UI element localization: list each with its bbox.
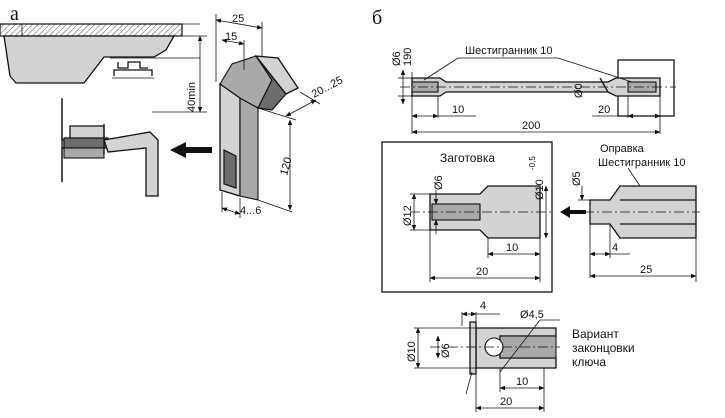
- wrench-dim-d6: Ø6 190: [391, 48, 414, 105]
- mandrel-arrow: [560, 206, 586, 218]
- blank-tol-text: -0,5: [528, 156, 537, 170]
- mandrel-dim-4: 4: [589, 242, 630, 257]
- mandrel-hex-label: Шестигранник 10: [598, 157, 686, 169]
- tip-caption-3: ключа: [572, 355, 606, 369]
- wrench-d10-text: 10: [452, 104, 464, 116]
- blank-dim-10: 10: [487, 242, 541, 257]
- tip-d4-5-text: Ø4,5: [520, 309, 544, 321]
- dim-25-text: 25: [232, 13, 244, 25]
- mandrel-view: Оправка Шестигранник 10: [578, 143, 700, 282]
- blank-d10-text: Ø10: [534, 179, 546, 200]
- tip-caption-1: Вариант: [572, 327, 619, 341]
- blank-d12-text: Ø12: [402, 205, 414, 226]
- tip-dim-4: 4: [461, 300, 500, 317]
- mandrel-d4-text: 4: [612, 242, 618, 254]
- wrench-in-use: [61, 98, 212, 197]
- dim-15: 15: [221, 31, 245, 46]
- dim-40min-text: 40min: [186, 82, 198, 112]
- dim-40min: 40min: [152, 35, 207, 113]
- panel-a-label: а: [10, 3, 19, 25]
- tip-d6-text: Ø6: [440, 343, 452, 358]
- blank-dim-20: 20: [429, 266, 541, 281]
- crankcase-sump: [0, 23, 200, 84]
- tip-caption-2: законцовки: [572, 341, 635, 355]
- wrench-d20-text: 20: [598, 104, 610, 116]
- bent-key-blade: [215, 14, 321, 218]
- wrench-dim-20: 20: [592, 104, 661, 119]
- wrench-d6-text: Ø6: [391, 51, 403, 66]
- dim-20-25-text: 20...25: [310, 74, 345, 100]
- blank-dim-d6: Ø6: [433, 175, 445, 234]
- wrench-hex-label: Шестигранник 10: [465, 45, 553, 57]
- mandrel-dim-d5: Ø5: [571, 171, 585, 201]
- tip-dim-10: 10: [499, 376, 545, 391]
- blank-d6-text: Ø6: [433, 175, 445, 190]
- blank-dim-d12: Ø12: [402, 193, 417, 231]
- mandrel-d25-text: 25: [640, 264, 652, 276]
- mandrel-title: Оправка: [600, 143, 645, 155]
- panel-b: б Шестигранник 10 Ø6 190 Ø0: [372, 7, 700, 412]
- blank-dim-d10: Ø10 -0,5: [528, 156, 549, 239]
- blank-frame: [381, 141, 553, 293]
- key-tip-variant: [414, 312, 560, 412]
- tip-l10-text: 10: [516, 376, 528, 388]
- wrench-d200-text: 200: [522, 120, 540, 132]
- dim-25-top: 25: [215, 13, 263, 30]
- panel-a: а 40min: [0, 3, 345, 218]
- dim-4-6-text: 4...6: [240, 205, 261, 217]
- wrench-dim-10: 10: [411, 104, 476, 119]
- blank-title: Заготовка: [440, 151, 495, 165]
- dim-120-text: 120: [278, 156, 294, 177]
- tip-dim-20: 20: [475, 396, 545, 411]
- mandrel-d5-text: Ø5: [571, 171, 583, 186]
- dim-15-text: 15: [225, 31, 237, 43]
- tip-dim-d6: Ø6: [435, 335, 452, 359]
- blank-view: Заготовка: [381, 141, 553, 293]
- tip-d10-text: Ø10: [406, 341, 418, 362]
- direction-arrow: [170, 142, 212, 158]
- dim-4-6: 4...6: [221, 205, 261, 217]
- tip-d4-text: 4: [480, 300, 486, 312]
- tip-l20-text: 20: [500, 396, 512, 408]
- tip-dim-d10: Ø10: [406, 327, 421, 369]
- dim-20-25: 20...25: [285, 74, 345, 117]
- wrench-dim-200: 200: [411, 120, 661, 135]
- drain-plug: [110, 57, 200, 79]
- dim-120: 120: [278, 119, 295, 211]
- blank-l20-text: 20: [476, 266, 488, 278]
- wrench-d190-text: 190: [402, 48, 414, 66]
- panel-b-label: б: [372, 7, 382, 29]
- blank-l10-text: 10: [506, 242, 518, 254]
- mandrel-dim-25: 25: [589, 264, 697, 279]
- wrench-d0-text: Ø0: [573, 83, 585, 98]
